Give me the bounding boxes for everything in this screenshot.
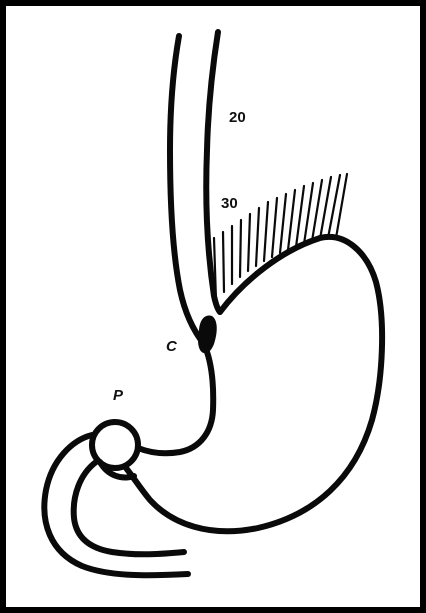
cardia-label: C	[166, 338, 178, 355]
scale-label-30: 30	[221, 195, 238, 212]
pylorus-label: P	[113, 387, 124, 404]
scale-label-20: 20	[229, 109, 246, 126]
